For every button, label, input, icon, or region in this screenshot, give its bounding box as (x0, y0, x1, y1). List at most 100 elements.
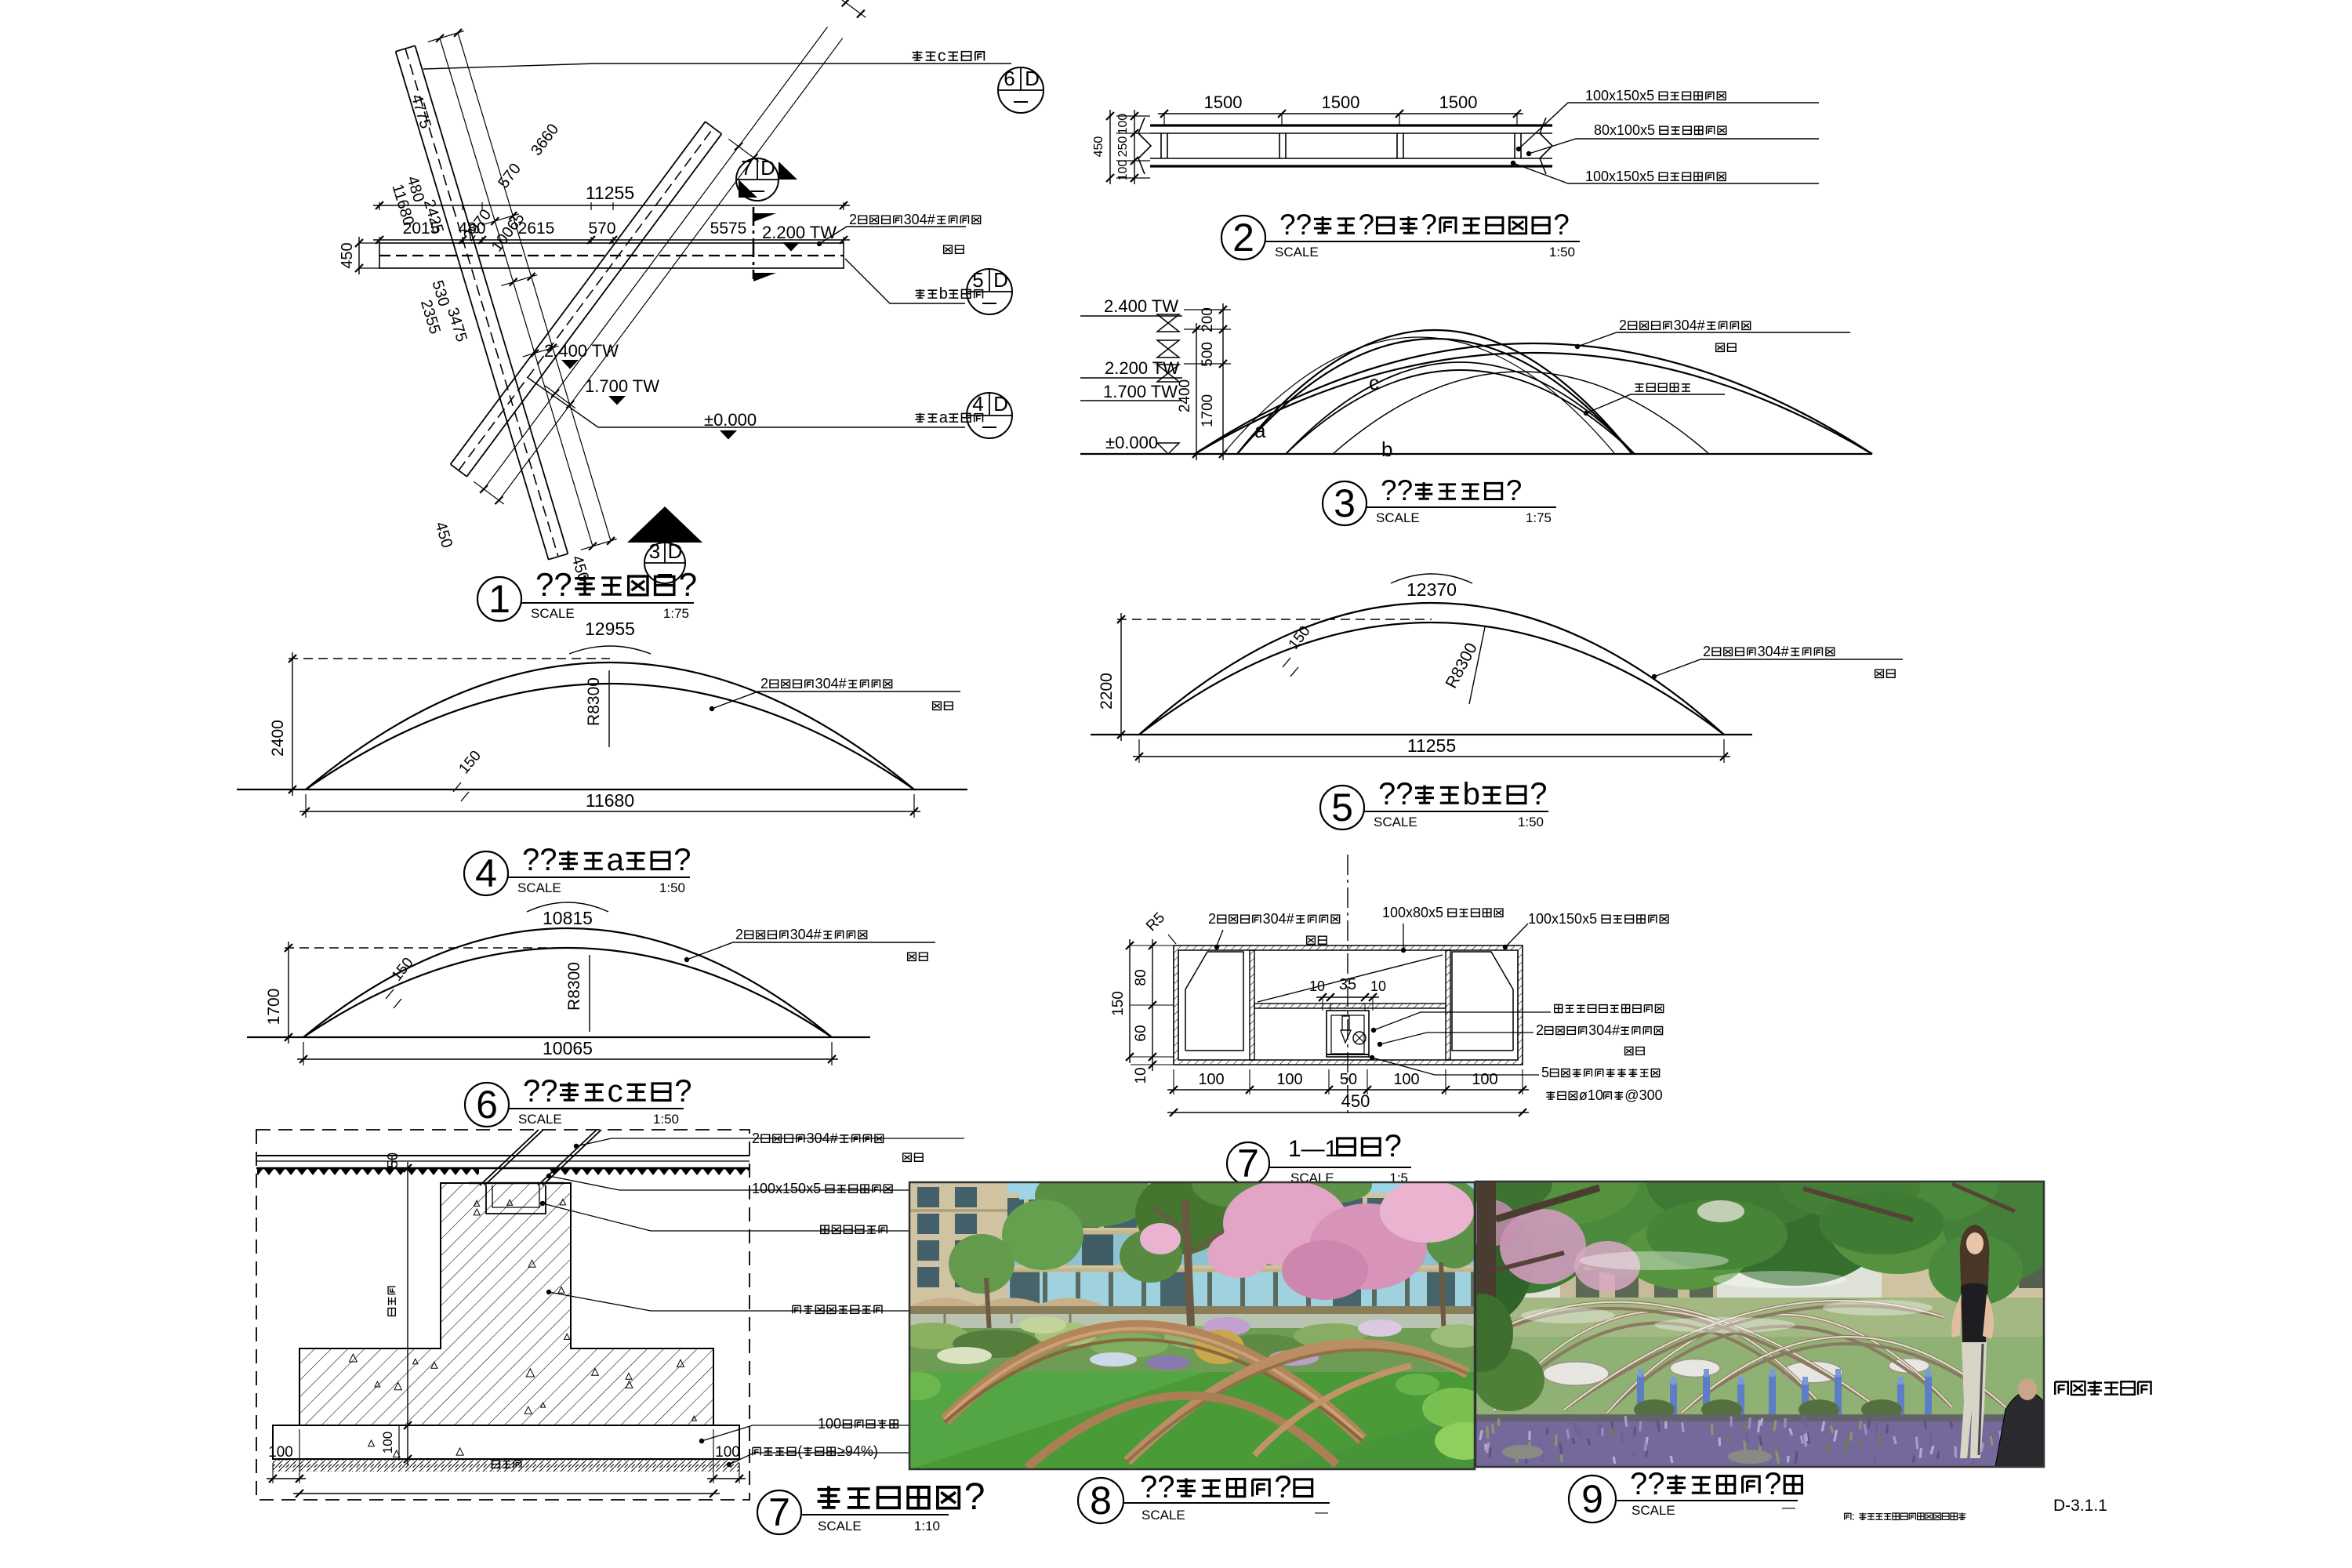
svg-text:100x150x5: 100x150x5 (752, 1181, 821, 1196)
svg-text:10: 10 (1309, 978, 1325, 994)
svg-text:SCALE: SCALE (518, 1112, 562, 1127)
svg-text:1500: 1500 (1204, 93, 1243, 112)
svg-text:??: ?? (535, 566, 572, 603)
svg-text:?: ? (964, 1476, 985, 1518)
svg-text:500: 500 (1200, 342, 1216, 367)
svg-text:±0.000: ±0.000 (704, 410, 757, 430)
svg-text:2.400 TW: 2.400 TW (544, 341, 619, 361)
svg-text:9: 9 (1581, 1477, 1603, 1521)
svg-text:100x150x5: 100x150x5 (1585, 88, 1654, 103)
svg-text:1:75: 1:75 (663, 606, 689, 621)
svg-text:60: 60 (1133, 1025, 1149, 1041)
svg-text:4: 4 (475, 851, 497, 895)
svg-text:80: 80 (1133, 969, 1149, 985)
svg-text:5: 5 (972, 268, 983, 292)
svg-text:±0.000: ±0.000 (1105, 433, 1158, 452)
svg-text:304#: 304# (790, 927, 822, 942)
svg-text:2400: 2400 (269, 720, 287, 757)
svg-text:?: ? (1506, 474, 1523, 506)
svg-text:SCALE: SCALE (1632, 1503, 1675, 1518)
svg-text:D: D (993, 268, 1008, 292)
svg-text:7: 7 (768, 1490, 790, 1534)
svg-text:?: ? (674, 1074, 691, 1109)
svg-text::: : (1852, 1510, 1855, 1523)
svg-text:1—1: 1—1 (1288, 1136, 1338, 1162)
svg-text:570: 570 (588, 220, 615, 238)
svg-text:D: D (760, 156, 775, 180)
svg-text:SCALE: SCALE (1376, 510, 1420, 525)
svg-text:@300: @300 (1624, 1087, 1662, 1103)
svg-text:10815: 10815 (543, 908, 593, 928)
svg-text:2: 2 (752, 1131, 760, 1146)
svg-text:??: ?? (523, 1074, 558, 1109)
svg-text:(: ( (797, 1443, 802, 1459)
svg-text:?: ? (1421, 209, 1437, 241)
svg-text:1500: 1500 (1322, 93, 1360, 112)
svg-text:100x80x5: 100x80x5 (1382, 905, 1443, 920)
svg-text:?: ? (1385, 1129, 1402, 1163)
svg-text:2: 2 (1208, 911, 1216, 927)
svg-text:100x150x5: 100x150x5 (1528, 911, 1597, 927)
svg-text:SCALE: SCALE (818, 1519, 862, 1534)
svg-text:c: c (938, 47, 946, 65)
svg-text:304#: 304# (807, 1131, 838, 1146)
svg-text:?: ? (673, 843, 691, 877)
svg-text:2: 2 (735, 927, 743, 942)
svg-text:304#: 304# (904, 212, 935, 227)
svg-text:1:50: 1:50 (1518, 815, 1544, 829)
svg-text:304#: 304# (1588, 1022, 1620, 1038)
svg-text:ø10: ø10 (1579, 1087, 1603, 1103)
svg-text:SCALE: SCALE (531, 606, 575, 621)
svg-text:150: 150 (1110, 991, 1127, 1016)
svg-text:a: a (1254, 419, 1266, 442)
svg-text:2200: 2200 (1098, 673, 1116, 710)
svg-text:1:75: 1:75 (1526, 510, 1552, 525)
svg-text:450: 450 (1092, 136, 1105, 158)
svg-text:450: 450 (339, 242, 356, 268)
svg-text:480: 480 (458, 220, 485, 238)
svg-text:D: D (1025, 67, 1040, 90)
svg-text:3: 3 (1334, 481, 1356, 525)
svg-text:??: ?? (1378, 777, 1414, 811)
svg-text:b: b (1381, 437, 1392, 461)
svg-text:7: 7 (741, 156, 752, 180)
svg-text:1: 1 (488, 577, 510, 621)
svg-text:80x100x5: 80x100x5 (1594, 122, 1655, 138)
svg-text:5575: 5575 (710, 220, 747, 238)
svg-text:4: 4 (972, 392, 983, 416)
svg-text:2: 2 (1703, 644, 1711, 659)
svg-text:—: — (1782, 1500, 1795, 1515)
svg-text:SCALE: SCALE (1374, 815, 1417, 829)
svg-text:10065: 10065 (543, 1038, 593, 1058)
svg-text:?: ? (679, 566, 697, 603)
svg-text:50: 50 (385, 1152, 401, 1168)
svg-text:2015: 2015 (403, 220, 440, 238)
svg-text:2.200 TW: 2.200 TW (762, 223, 837, 242)
svg-text:D-3.1.1: D-3.1.1 (2053, 1497, 2107, 1515)
svg-text:SCALE: SCALE (517, 880, 561, 895)
svg-text:7: 7 (1237, 1142, 1259, 1185)
svg-text:304#: 304# (1758, 644, 1789, 659)
svg-text:100: 100 (380, 1432, 395, 1454)
svg-text:?: ? (1530, 777, 1547, 811)
svg-text:R8300: R8300 (585, 677, 603, 726)
svg-text:3: 3 (649, 539, 660, 563)
svg-text:5: 5 (1541, 1065, 1549, 1080)
svg-text:50: 50 (1340, 1071, 1357, 1088)
svg-text:?: ? (1359, 209, 1375, 241)
svg-text:100: 100 (1116, 160, 1130, 181)
svg-text:100: 100 (1472, 1071, 1497, 1088)
svg-text:R8300: R8300 (565, 962, 583, 1011)
svg-text:1500: 1500 (1439, 93, 1478, 112)
svg-text:c: c (1369, 371, 1379, 394)
svg-text:b: b (939, 285, 948, 303)
svg-text:2.200 TW: 2.200 TW (1105, 358, 1179, 378)
svg-text:D: D (993, 392, 1008, 416)
svg-text:a: a (939, 409, 949, 426)
svg-text:11680: 11680 (586, 790, 634, 811)
svg-text:2400: 2400 (1177, 379, 1193, 412)
svg-text:100: 100 (1393, 1071, 1419, 1088)
svg-text:1:10: 1:10 (914, 1519, 940, 1534)
svg-text:2: 2 (1536, 1022, 1544, 1038)
svg-text:≥94%): ≥94%) (837, 1443, 878, 1459)
